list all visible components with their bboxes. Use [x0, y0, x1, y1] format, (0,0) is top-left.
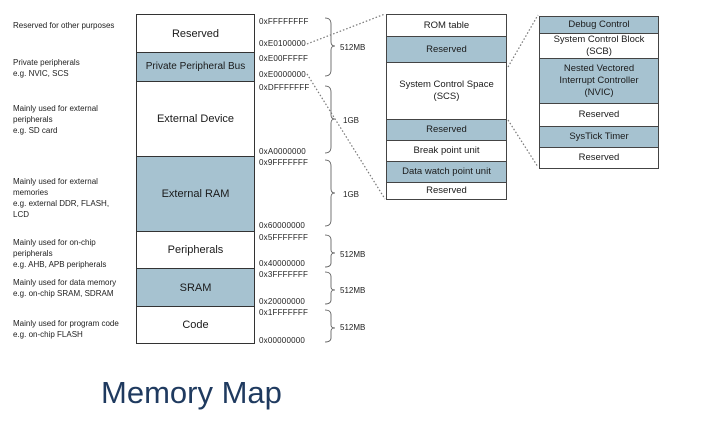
address-label: 0x20000000: [259, 297, 306, 306]
dotted-connector: [507, 14, 539, 68]
size-label: 512MB: [340, 323, 366, 332]
brace-1gb-lower: [324, 159, 336, 227]
brace-1gb-upper: [324, 85, 336, 154]
ppb-rom-table: ROM table: [386, 14, 507, 37]
size-label: 512MB: [340, 43, 366, 52]
scs-reserved: Reserved: [539, 147, 659, 169]
dotted-connector: [306, 13, 386, 45]
brace-512mb-top: [324, 17, 336, 77]
address-label: 0x3FFFFFFF: [259, 270, 309, 279]
address-label: 0xDFFFFFFF: [259, 83, 310, 92]
ppb-system-control-space: System Control Space (SCS): [386, 62, 507, 120]
address-label: 0x40000000: [259, 259, 306, 268]
size-label: 1GB: [343, 116, 360, 125]
ppb-reserved: Reserved: [386, 36, 507, 63]
region-peripherals: Peripherals: [136, 231, 255, 269]
region-reserved: Reserved: [136, 14, 255, 53]
brace-512mb-code: [324, 309, 336, 343]
ppb-break-point-unit: Break point unit: [386, 140, 507, 162]
scs-system-control-block: System Control Block (SCB): [539, 33, 659, 59]
ppb-data-watch-point-unit: Data watch point unit: [386, 161, 507, 183]
scs-debug-control: Debug Control: [539, 16, 659, 34]
scs-systick-timer: SysTick Timer: [539, 126, 659, 148]
address-label: 0xFFFFFFFF: [259, 17, 309, 26]
region-code: Code: [136, 306, 255, 344]
address-label: 0x60000000: [259, 221, 306, 230]
desc-reserved: Reserved for other purposes: [13, 21, 115, 30]
scs-reserved: Reserved: [539, 103, 659, 127]
region-sram: SRAM: [136, 268, 255, 307]
address-label: 0x5FFFFFFF: [259, 233, 309, 242]
brace-512mb-peripherals: [324, 234, 336, 268]
address-label: 0x00000000: [259, 336, 306, 345]
ppb-reserved: Reserved: [386, 182, 507, 200]
dotted-connector: [306, 73, 386, 200]
address-label: 0xA0000000: [259, 147, 306, 156]
page-title: Memory Map: [101, 375, 282, 410]
size-label: 512MB: [340, 286, 366, 295]
ppb-reserved: Reserved: [386, 119, 507, 141]
address-label: 0x9FFFFFFF: [259, 158, 309, 167]
brace-512mb-sram: [324, 271, 336, 305]
address-label: 0x1FFFFFFF: [259, 308, 309, 317]
scs-nvic: Nested Vectored Interrupt Controller (NV…: [539, 58, 659, 104]
address-label: 0xE00FFFFF: [259, 54, 309, 63]
dotted-connector: [507, 119, 539, 168]
address-label: 0xE0000000: [259, 70, 306, 79]
region-private-peripheral-bus: Private Peripheral Bus: [136, 52, 255, 82]
address-label: 0xE0100000: [259, 39, 306, 48]
size-label: 1GB: [343, 190, 360, 199]
size-label: 512MB: [340, 250, 366, 259]
